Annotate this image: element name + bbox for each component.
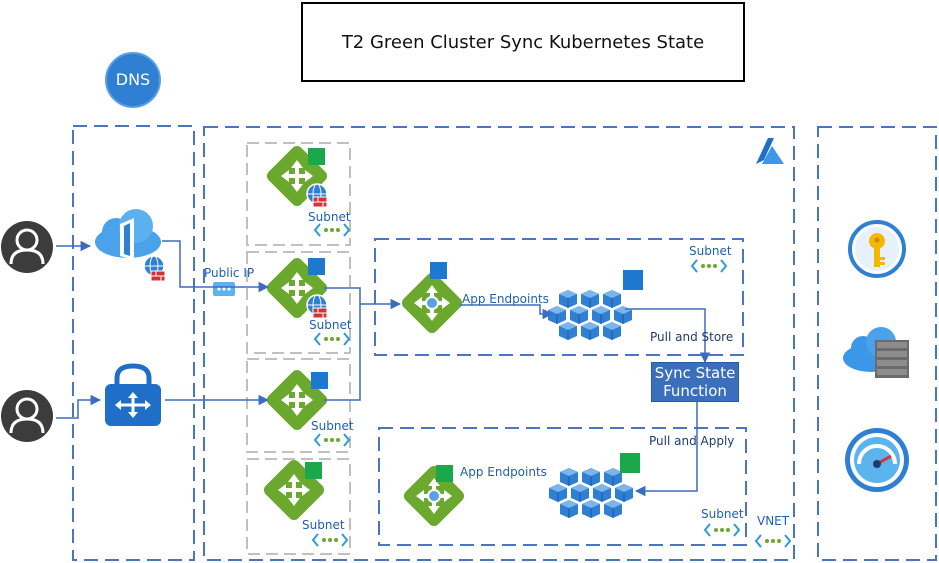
user-icon — [0, 219, 55, 275]
dns-group-border — [72, 125, 195, 561]
status-indicator-blue — [623, 270, 643, 290]
vpn-gateway-icon — [105, 363, 161, 426]
status-indicator-blue — [311, 372, 328, 389]
front-door-icon — [95, 209, 166, 282]
dns-label: DNS — [115, 70, 151, 89]
title-box: T2 Green Cluster Sync Kubernetes State — [301, 2, 745, 82]
azure-monitor-icon — [845, 428, 909, 492]
subnet-label: Subnet — [302, 518, 345, 532]
sync-function-line2: Function — [663, 382, 727, 400]
gateway-subnet-box-1 — [246, 142, 351, 246]
green-cluster-subnet-border — [378, 427, 747, 546]
subnet-icon — [704, 523, 740, 537]
waf-globe-icon — [306, 183, 328, 208]
key-vault-icon — [848, 220, 906, 278]
status-indicator-blue — [430, 262, 447, 279]
vnet-icon — [755, 534, 791, 548]
internal-gateway-icon — [398, 269, 466, 337]
sync-function-line1: Sync State — [654, 364, 736, 382]
status-indicator-green — [305, 462, 322, 479]
status-indicator-green — [620, 453, 640, 473]
internal-gateway-icon — [400, 462, 468, 530]
subnet-label: Subnet — [689, 244, 732, 258]
app-endpoints-label: App Endpoints — [462, 292, 549, 306]
subnet-label: Subnet — [701, 507, 744, 521]
subnet-label: Subnet — [308, 210, 351, 224]
dns-icon — [105, 52, 161, 108]
public-ip-icon — [213, 282, 235, 296]
pull-and-apply-label: Pull and Apply — [649, 434, 735, 448]
status-indicator-blue — [308, 258, 325, 275]
diagram-title: T2 Green Cluster Sync Kubernetes State — [341, 31, 705, 53]
services-group-border — [817, 126, 937, 561]
status-indicator-green — [308, 148, 325, 165]
subnet-icon — [314, 332, 350, 346]
subnet-icon — [312, 533, 348, 547]
user-icon — [0, 388, 55, 444]
azure-vnet-border — [203, 126, 795, 561]
connectors — [56, 240, 711, 497]
public-ip-label: Public IP — [204, 266, 255, 280]
container-registry-icon — [843, 327, 909, 378]
status-indicator-green — [436, 465, 453, 482]
pull-and-store-label: Pull and Store — [650, 330, 734, 344]
gateway-subnet-box-3 — [246, 358, 351, 453]
waf-globe-icon — [306, 294, 328, 319]
gateway-subnet-box-4 — [246, 458, 351, 555]
blue-cluster-subnet-border — [374, 238, 744, 356]
subnet-icon — [314, 223, 350, 237]
subnet-icon — [314, 433, 350, 447]
gateway-subnet-box-2 — [246, 251, 351, 354]
vnet-label: VNET — [757, 514, 790, 528]
azure-logo-icon — [756, 138, 784, 164]
kubernetes-cluster-icon — [548, 290, 632, 340]
sync-state-function-box: Sync State Function — [651, 362, 739, 402]
subnet-label: Subnet — [309, 318, 352, 332]
subnet-label: Subnet — [311, 419, 354, 433]
app-endpoints-label: App Endpoints — [460, 465, 547, 479]
kubernetes-cluster-icon — [549, 468, 633, 518]
subnet-icon — [691, 259, 727, 273]
